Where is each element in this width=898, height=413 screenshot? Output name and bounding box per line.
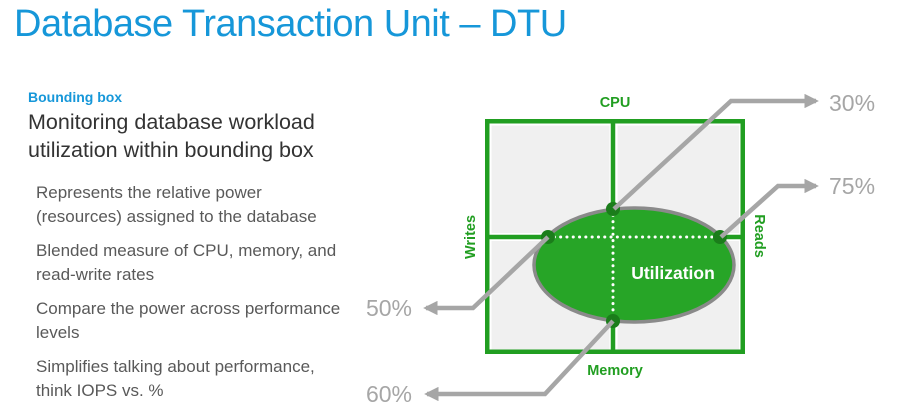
utilization-label: Utilization [631,263,715,283]
slide-title: Database Transaction Unit – DTU [14,3,567,45]
section-heading: Monitoring database workload utilization… [28,110,315,162]
left-panel: Bounding box Monitoring database workloa… [28,89,388,413]
axis-label-cpu: CPU [600,95,631,111]
callout-value-writes: 50% [366,295,412,321]
callout-value-reads: 75% [829,173,875,199]
utilization-ellipse [532,206,736,324]
callout-arrow-cpu [612,93,819,211]
callout-arrow-reads [719,178,819,239]
callout-arrow-writes [423,235,550,316]
callout-value-memory: 60% [366,381,412,407]
axis-label-memory: Memory [587,363,643,379]
bounding-box [485,119,745,354]
axis-label-reads: Reads [751,214,767,258]
bullet-item: Compare the power across performance lev… [36,299,341,342]
bullet-list: Represents the relative power (resources… [28,181,388,402]
bullet-item: Blended measure of CPU, memory, and read… [36,241,337,284]
kicker-label: Bounding box [28,89,123,105]
bullet-item: Represents the relative power (resources… [36,183,317,226]
axis-label-writes: Writes [463,215,479,259]
bullet-item: Simplifies talking about performance, th… [36,357,315,400]
callout-value-cpu: 30% [829,90,875,116]
callout-arrow-memory [424,319,615,402]
